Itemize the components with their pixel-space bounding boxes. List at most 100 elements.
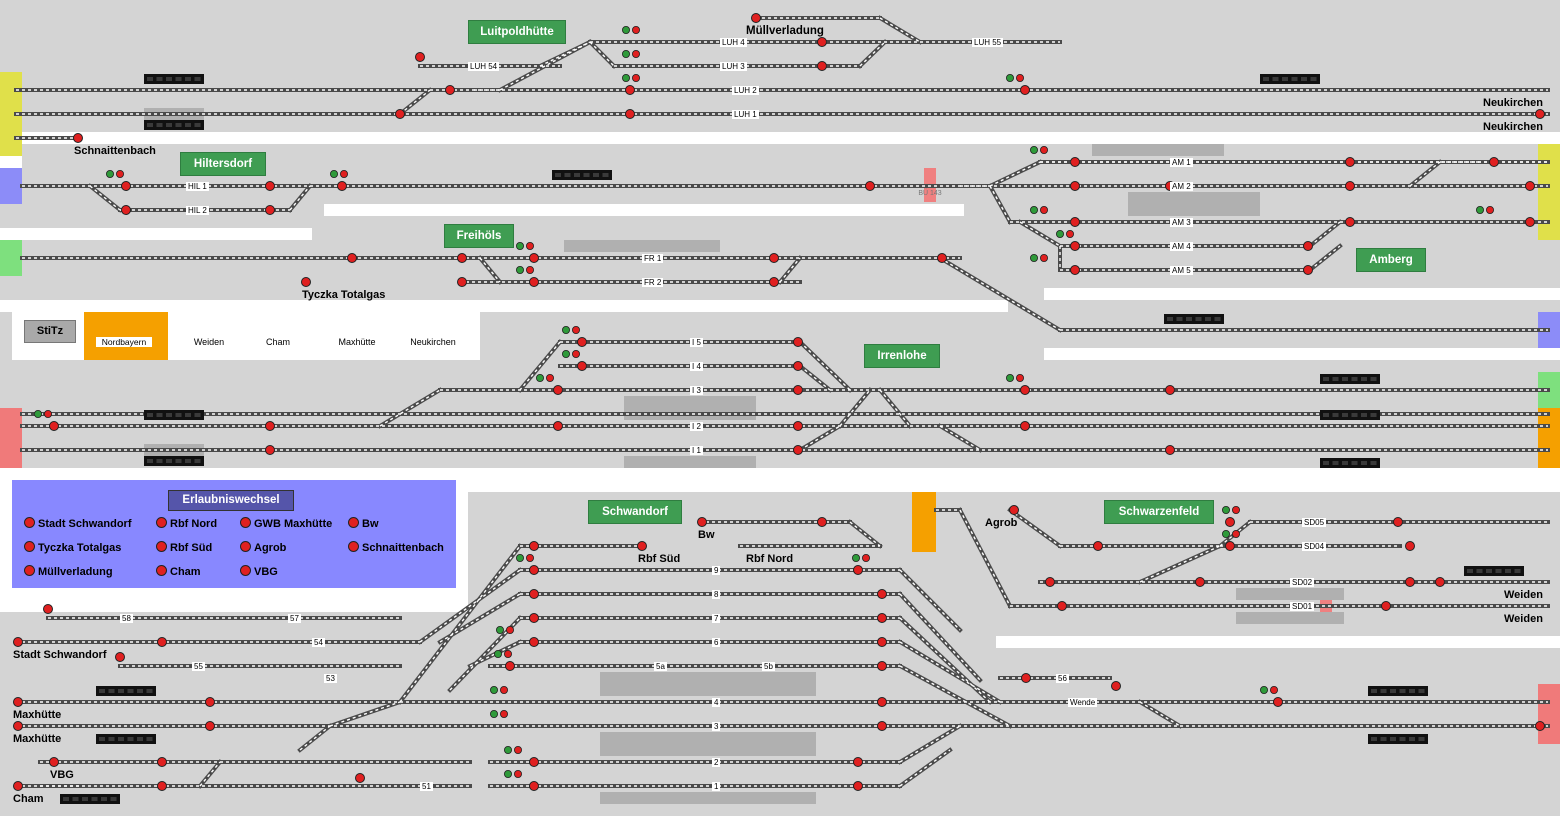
signal-control-lamp[interactable]	[499, 686, 508, 695]
signal-control-lamp[interactable]	[526, 241, 535, 250]
edge-block-yellow-right[interactable]	[1538, 144, 1560, 240]
signal-lamp[interactable]	[445, 85, 455, 95]
track-segment[interactable]	[419, 569, 521, 643]
signal-control-lamp[interactable]	[1040, 253, 1049, 262]
signal-lamp[interactable]	[265, 421, 275, 431]
signal-lamp[interactable]	[1525, 181, 1535, 191]
track-segment[interactable]	[587, 39, 617, 69]
signal-control-lamp[interactable]	[34, 409, 43, 418]
signal-lamp[interactable]	[1093, 541, 1103, 551]
signal-control-lamp[interactable]	[489, 710, 498, 719]
edge-block-green-left[interactable]	[0, 240, 22, 276]
signal-lamp[interactable]	[793, 421, 803, 431]
signal-control-lamp[interactable]	[562, 349, 571, 358]
signal-lamp[interactable]	[1070, 217, 1080, 227]
train-number-field[interactable]	[96, 734, 156, 744]
track-segment[interactable]	[329, 701, 401, 727]
edge-block-blue-left[interactable]	[0, 168, 22, 204]
erlaubnis-muellverladung[interactable]: Müllverladung	[24, 565, 113, 578]
train-number-field[interactable]	[144, 120, 204, 130]
signal-control-lamp[interactable]	[329, 169, 338, 178]
signal-lamp[interactable]	[49, 421, 59, 431]
track-segment[interactable]	[519, 341, 561, 391]
signal-lamp[interactable]	[625, 85, 635, 95]
signal-control-lamp[interactable]	[536, 373, 545, 382]
edge-block-pink-left[interactable]	[0, 408, 22, 468]
erlaubnis-vbg[interactable]: VBG	[240, 565, 278, 578]
track-segment[interactable]	[849, 521, 881, 547]
signal-lamp[interactable]	[577, 337, 587, 347]
signal-lamp[interactable]	[157, 757, 167, 767]
signal-lamp[interactable]	[49, 757, 59, 767]
signal-control-lamp[interactable]	[514, 770, 523, 779]
signal-lamp[interactable]	[1165, 385, 1175, 395]
signal-lamp[interactable]	[529, 781, 539, 791]
signal-lamp[interactable]	[529, 589, 539, 599]
signal-control-lamp[interactable]	[1040, 145, 1049, 154]
signal-lamp[interactable]	[1057, 601, 1067, 611]
signal-control-lamp[interactable]	[622, 74, 631, 83]
signal-control-lamp[interactable]	[339, 169, 348, 178]
signal-control-lamp[interactable]	[1030, 253, 1039, 262]
signal-control-lamp[interactable]	[495, 626, 504, 635]
signal-control-lamp[interactable]	[632, 50, 641, 59]
signal-control-lamp[interactable]	[489, 686, 498, 695]
signal-lamp[interactable]	[1303, 241, 1313, 251]
signal-lamp[interactable]	[205, 697, 215, 707]
signal-control-lamp[interactable]	[1056, 229, 1065, 238]
track-segment[interactable]	[299, 725, 331, 751]
signal-lamp[interactable]	[13, 781, 23, 791]
signal-lamp[interactable]	[877, 697, 887, 707]
erlaubnis-tyczka[interactable]: Tyczka Totalgas	[24, 541, 121, 554]
signal-control-lamp[interactable]	[1476, 205, 1485, 214]
track-segment[interactable]	[1309, 221, 1341, 247]
signal-control-lamp[interactable]	[1066, 229, 1075, 238]
signal-lamp[interactable]	[937, 253, 947, 263]
signal-lamp[interactable]	[553, 421, 563, 431]
signal-lamp[interactable]	[529, 277, 539, 287]
signal-lamp[interactable]	[1070, 181, 1080, 191]
signal-control-lamp[interactable]	[572, 349, 581, 358]
edge-block-orange-right[interactable]	[1538, 408, 1560, 468]
signal-lamp[interactable]	[1165, 445, 1175, 455]
train-number-field[interactable]	[1368, 686, 1428, 696]
signal-lamp[interactable]	[877, 613, 887, 623]
signal-lamp[interactable]	[529, 637, 539, 647]
signal-control-lamp[interactable]	[622, 25, 631, 34]
track-segment[interactable]	[857, 39, 888, 69]
signal-lamp[interactable]	[1435, 577, 1445, 587]
track-segment[interactable]	[1409, 161, 1441, 187]
track-segment[interactable]	[499, 41, 591, 91]
signal-lamp[interactable]	[769, 253, 779, 263]
signal-lamp[interactable]	[529, 613, 539, 623]
train-number-field[interactable]	[144, 410, 204, 420]
track-segment[interactable]	[89, 185, 121, 211]
stitz-button[interactable]: StiTz	[24, 320, 76, 343]
signal-lamp[interactable]	[1020, 421, 1030, 431]
signal-lamp[interactable]	[877, 661, 887, 671]
erlaubnis-stadt-schwandorf[interactable]: Stadt Schwandorf	[24, 517, 132, 530]
erlaubnis-rbf-nord[interactable]: Rbf Nord	[156, 517, 217, 530]
signal-lamp[interactable]	[529, 757, 539, 767]
signal-lamp[interactable]	[793, 337, 803, 347]
track-segment[interactable]	[1139, 701, 1181, 727]
signal-lamp[interactable]	[121, 205, 131, 215]
signal-lamp[interactable]	[265, 205, 275, 215]
signal-lamp[interactable]	[1225, 541, 1235, 551]
track-segment[interactable]	[779, 257, 801, 283]
track-segment[interactable]	[799, 425, 841, 451]
signal-control-lamp[interactable]	[632, 74, 641, 83]
signal-control-lamp[interactable]	[1016, 74, 1025, 83]
signal-lamp[interactable]	[1535, 109, 1545, 119]
signal-control-lamp[interactable]	[1260, 686, 1269, 695]
track-segment[interactable]	[839, 389, 871, 427]
track-segment[interactable]	[289, 185, 311, 211]
track-segment[interactable]	[899, 665, 1011, 727]
signal-control-lamp[interactable]	[106, 169, 115, 178]
signal-lamp[interactable]	[1345, 217, 1355, 227]
signal-control-lamp[interactable]	[503, 770, 512, 779]
signal-lamp[interactable]	[1345, 157, 1355, 167]
signal-lamp[interactable]	[529, 565, 539, 575]
track-segment[interactable]	[399, 89, 431, 115]
station-schwandorf[interactable]: Schwandorf	[588, 500, 682, 524]
